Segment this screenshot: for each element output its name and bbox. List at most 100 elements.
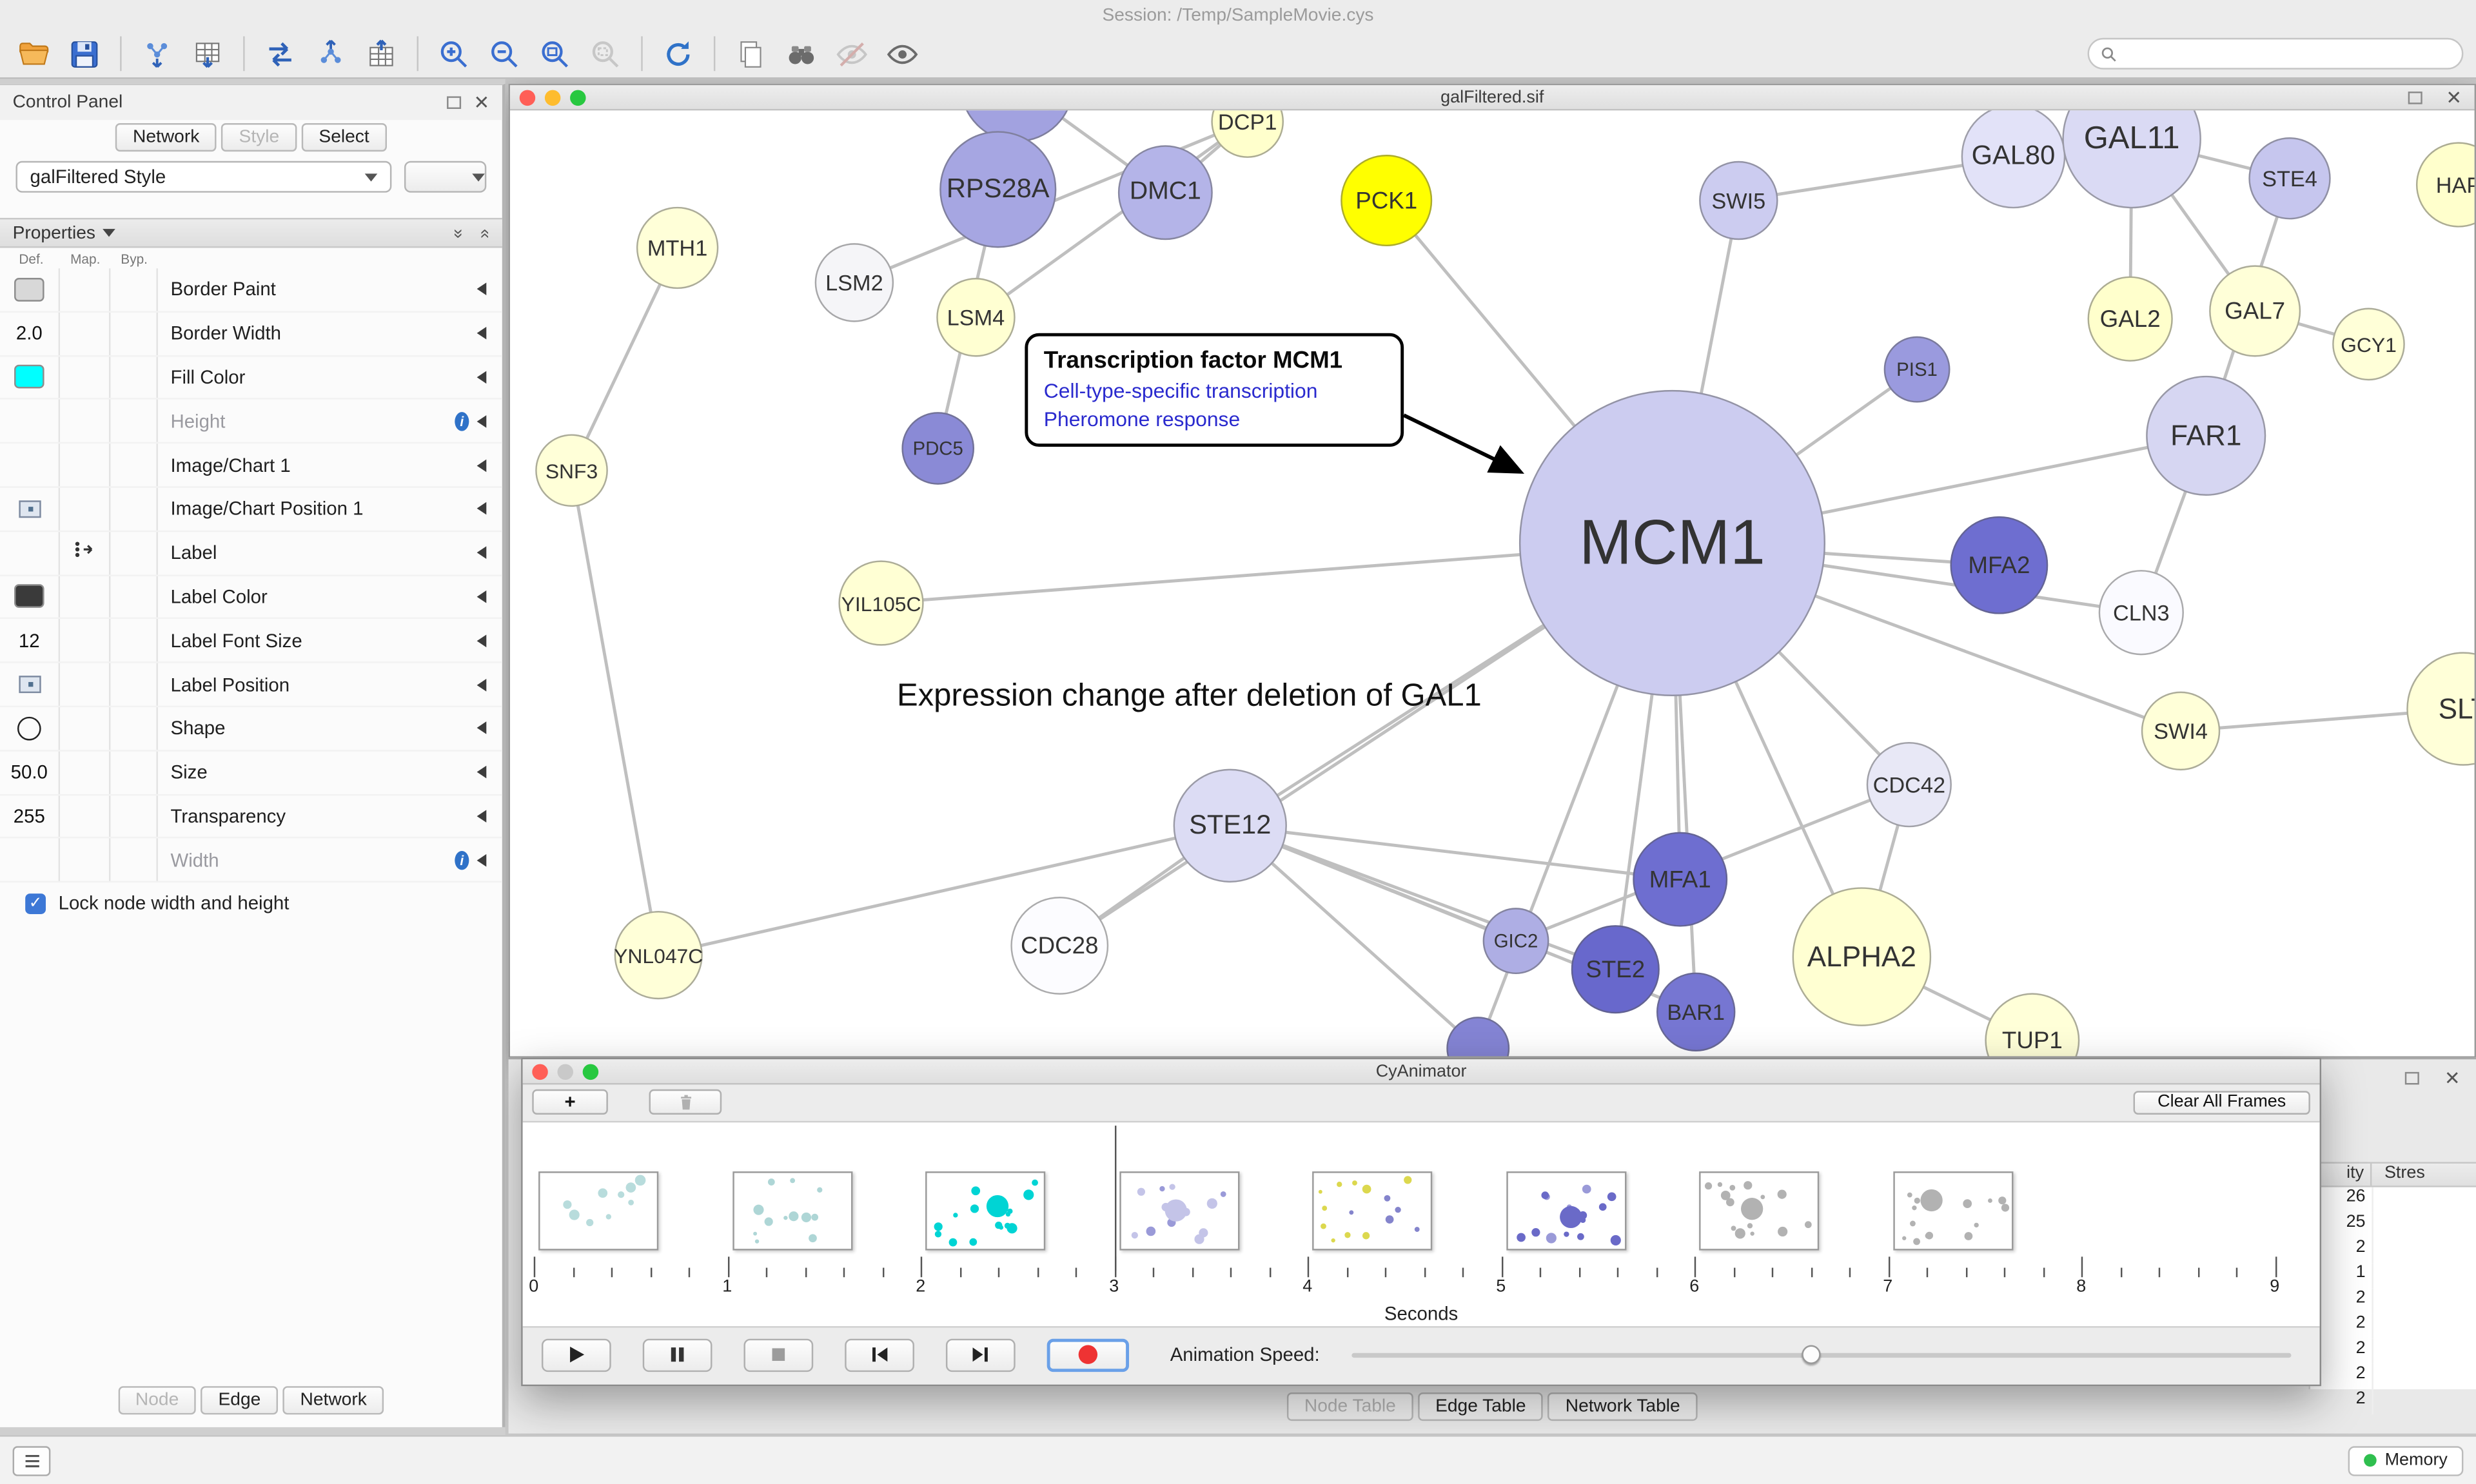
network-node-swi4[interactable]: SWI4 [2141,691,2221,771]
expand-arrow-icon[interactable] [477,502,487,516]
bypass-cell[interactable] [110,400,158,443]
mapping-cell[interactable] [60,268,111,311]
network-node-ynl047c[interactable]: YNL047C [614,911,703,1000]
animation-frame-thumbnail[interactable] [1892,1171,2013,1251]
annotation-box[interactable]: Transcription factor MCM1 Cell-type-spec… [1025,333,1404,447]
bypass-cell[interactable] [110,751,158,794]
table-row[interactable]: 25 [2310,1212,2476,1238]
zoom-fit-button[interactable] [534,34,576,73]
slider-track[interactable] [1351,1352,2292,1358]
mapping-cell[interactable] [60,356,111,399]
zoom-selected-button[interactable] [584,34,627,73]
table-row[interactable]: 2 [2310,1338,2476,1364]
expand-arrow-icon[interactable] [477,283,487,296]
expand-arrow-icon[interactable] [477,678,487,691]
minimize-light-icon[interactable] [544,89,561,105]
collapse-all-icon[interactable]: » [448,228,467,238]
expand-arrow-icon[interactable] [477,546,487,560]
import-network-button[interactable] [136,34,179,73]
mapping-cell[interactable] [60,400,111,443]
cyanimator-titlebar[interactable]: CyAnimator [522,1059,2320,1085]
table-row[interactable]: 2 [2310,1389,2476,1415]
tab-network[interactable]: Network [115,123,217,152]
tab-style[interactable]: Style [221,123,297,152]
network-node-cdc28[interactable]: CDC28 [1010,897,1109,995]
table-tab-edge-table[interactable]: Edge Table [1418,1392,1544,1421]
expand-arrow-icon[interactable] [477,810,487,823]
show-selection-button[interactable] [881,34,924,73]
bypass-cell[interactable] [110,312,158,355]
color-swatch[interactable] [14,365,44,389]
hide-selection-button[interactable] [830,34,873,73]
style-property-row[interactable]: Shape [0,707,502,752]
bypass-cell[interactable] [110,619,158,662]
network-node-slt[interactable]: SLT [2406,652,2475,766]
network-node-gal2[interactable]: GAL2 [2087,276,2173,362]
table-row[interactable]: 2 [2310,1288,2476,1314]
open-session-button[interactable] [13,34,55,73]
timeline-playhead[interactable] [1114,1126,1116,1271]
bypass-cell[interactable] [110,575,158,618]
network-caption-text[interactable]: Expression change after deletion of GAL1 [897,679,1482,714]
zoom-light-icon[interactable] [582,1063,599,1079]
close-panel-icon[interactable]: ✕ [473,92,490,114]
network-node-mth1[interactable]: MTH1 [636,206,719,289]
bypass-cell[interactable] [110,531,158,574]
close-panel-icon[interactable]: ✕ [2444,1067,2461,1089]
network-node-alpha2[interactable]: ALPHA2 [1792,887,1932,1026]
pause-button[interactable] [642,1338,712,1371]
copy-button[interactable] [729,34,772,73]
network-node-far1[interactable]: FAR1 [2146,375,2266,496]
minimize-light-icon[interactable] [557,1063,573,1079]
default-value-cell[interactable] [0,531,61,574]
default-value-cell[interactable]: 50.0 [0,751,61,794]
export-network-button[interactable] [310,34,352,73]
expand-arrow-icon[interactable] [477,458,487,472]
network-node-mcm1[interactable]: MCM1 [1518,389,1826,697]
bypass-cell[interactable] [110,795,158,837]
style-options-button[interactable] [404,161,487,193]
style-tab-node[interactable]: Node [117,1386,197,1415]
network-node-lsm4[interactable]: LSM4 [936,278,1016,357]
default-value-cell[interactable] [0,487,61,531]
add-frame-button[interactable]: + [532,1089,608,1115]
default-value-cell[interactable] [0,356,61,399]
mapping-cell[interactable] [60,531,111,574]
network-node-gcy1[interactable]: GCY1 [2332,308,2405,381]
default-value-cell[interactable] [0,839,61,881]
network-canvas[interactable]: RPS28ADCP1DMC1PCK1SWI5GAL80GAL11STE4HAPM… [510,110,2475,1057]
table-row[interactable]: 2 [2310,1238,2476,1264]
expand-arrow-icon[interactable] [477,371,487,384]
network-node-ste12[interactable]: STE12 [1173,768,1287,883]
default-value-cell[interactable] [0,268,61,311]
animation-frame-thumbnail[interactable] [1699,1171,1820,1251]
animation-frame-thumbnail[interactable] [1119,1171,1239,1251]
mapping-cell[interactable] [60,312,111,355]
find-button[interactable] [780,34,823,73]
style-property-row[interactable]: Label [0,531,502,576]
style-tab-edge[interactable]: Edge [201,1386,279,1415]
animation-frame-thumbnail[interactable] [1312,1171,1433,1251]
network-node-cdc42[interactable]: CDC42 [1866,742,1952,828]
network-node-tup1[interactable]: TUP1 [1985,993,2080,1057]
network-node-swi5[interactable]: SWI5 [1699,161,1778,240]
default-value-cell[interactable] [0,400,61,443]
color-swatch[interactable] [14,277,44,302]
table-row[interactable]: 2 [2310,1313,2476,1339]
color-swatch[interactable] [14,585,44,609]
play-button[interactable] [542,1338,611,1371]
network-window-titlebar[interactable]: galFiltered.sif ✕ [510,85,2475,111]
slider-thumb[interactable] [1802,1345,1822,1364]
expand-arrow-icon[interactable] [477,415,487,428]
table-row[interactable]: 1 [2310,1263,2476,1289]
bypass-cell[interactable] [110,487,158,531]
style-property-row[interactable]: Label Color [0,575,502,620]
expand-arrow-icon[interactable] [477,766,487,779]
network-node-mfa1[interactable]: MFA1 [1633,832,1728,927]
table-row[interactable]: 26 [2310,1187,2476,1213]
task-history-button[interactable] [12,1445,51,1476]
